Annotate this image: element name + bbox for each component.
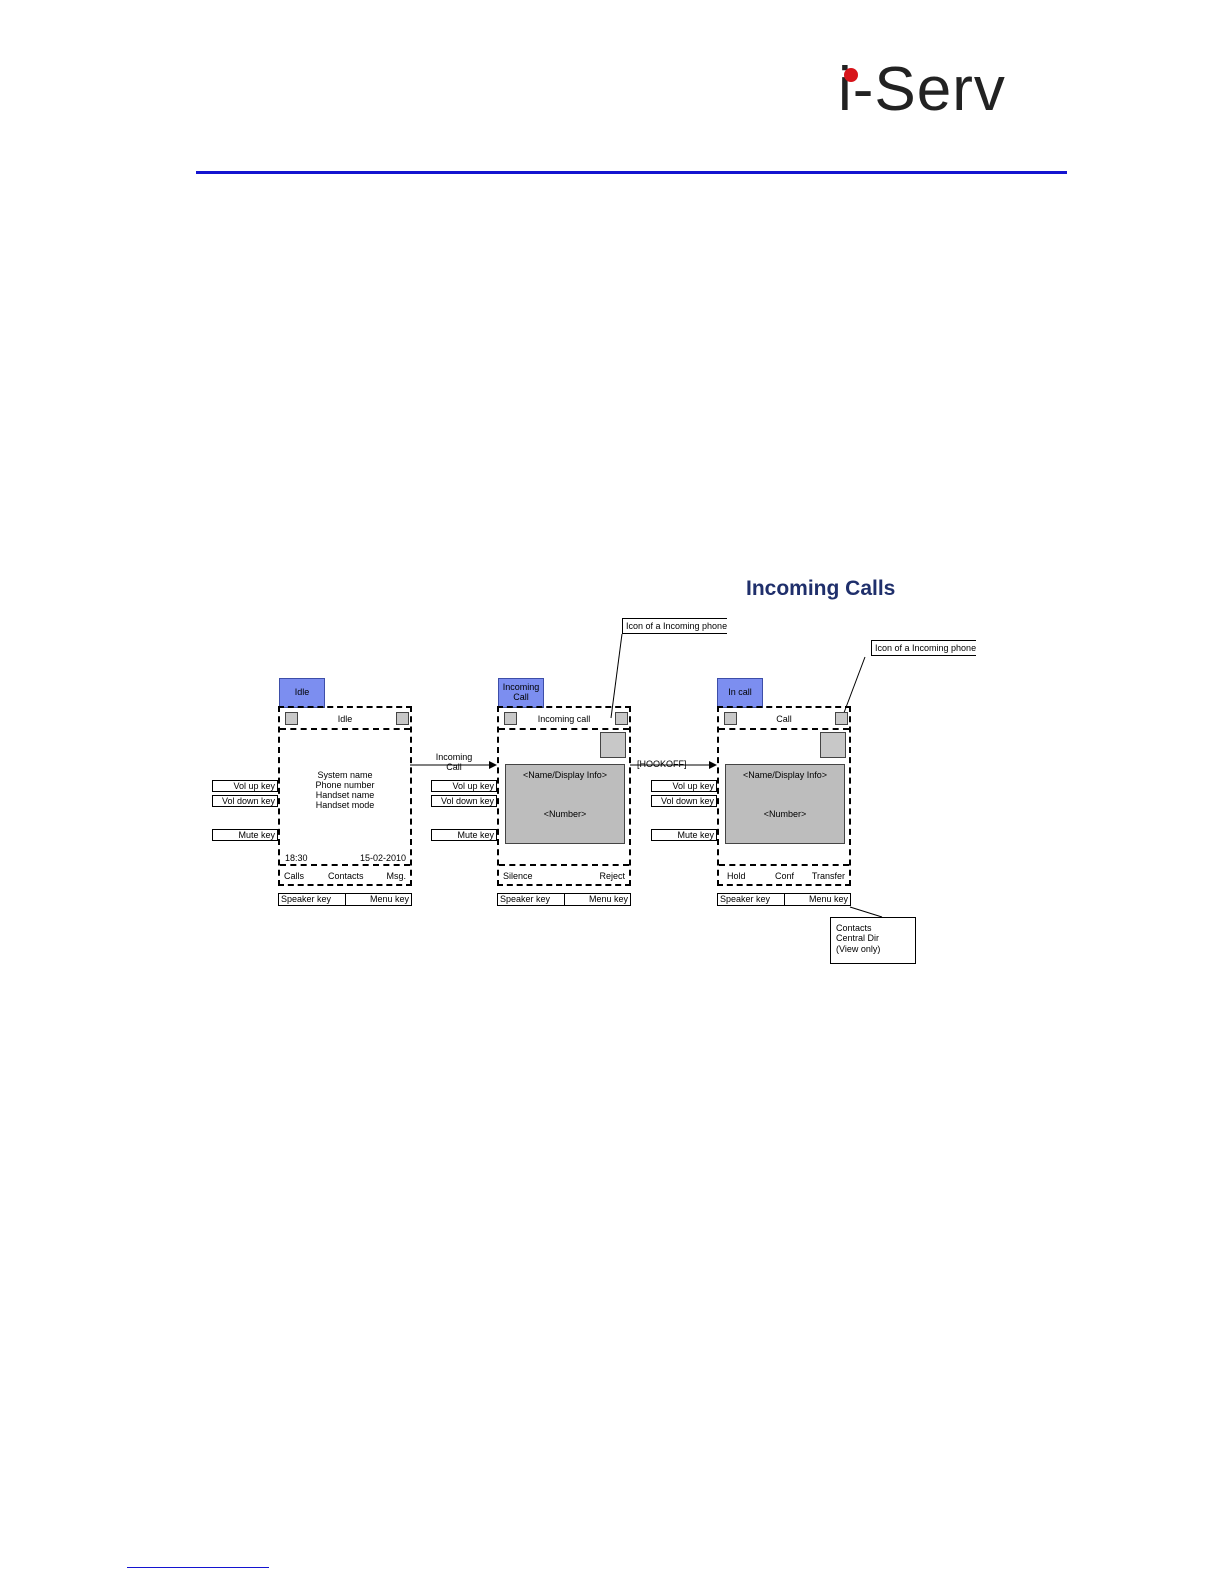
softkey-msg[interactable]: Msg. <box>386 871 406 881</box>
tab-in-call: In call <box>717 678 763 708</box>
logo-text: i-Serv <box>838 55 1006 124</box>
screen-header <box>719 708 849 730</box>
status-left-icon <box>285 712 298 725</box>
date: 15-02-2010 <box>359 853 406 863</box>
incoming-phone-icon <box>820 732 846 758</box>
screen-title: Idle <box>337 714 353 724</box>
body-line: Handset name <box>315 790 375 800</box>
softkey-divider <box>280 708 410 866</box>
vol-down-key[interactable]: Vol down key <box>431 795 497 807</box>
footer-rule <box>127 1567 269 1568</box>
header-rule <box>196 171 1067 174</box>
menu-key[interactable]: Menu key <box>783 894 851 905</box>
callout-incoming-icon-2: Icon of a Incoming phone <box>871 640 977 657</box>
menu-line: (View only) <box>836 943 881 954</box>
callout-leader-1 <box>610 633 623 719</box>
screen-header <box>280 708 410 730</box>
body-line: Phone number <box>315 780 375 790</box>
caller-number: <Number> <box>763 809 807 819</box>
incoming-phone-icon <box>600 732 626 758</box>
footer-keys: Speaker key Menu key <box>278 893 412 906</box>
state-diagram: Idle Idle System name Phone number Hands… <box>210 615 1010 975</box>
caller-name: <Name/Display Info> <box>522 770 608 780</box>
vol-down-key[interactable]: Vol down key <box>212 795 278 807</box>
body-line: System name <box>317 770 373 780</box>
menu-key-callout: Contacts Central Dir (View only) <box>830 917 916 964</box>
softkey-divider <box>499 708 629 866</box>
softkey-reject[interactable]: Reject <box>599 871 625 881</box>
softkey-calls[interactable]: Calls <box>284 871 305 881</box>
softkey-conf[interactable]: Conf <box>775 871 795 881</box>
speaker-key[interactable]: Speaker key <box>720 894 771 904</box>
caller-info-panel: <Name/Display Info> <Number> <box>725 764 845 844</box>
speaker-key[interactable]: Speaker key <box>500 894 551 904</box>
callout-incoming-icon-1: Icon of a Incoming phone <box>622 618 728 635</box>
mute-key[interactable]: Mute key <box>431 829 497 841</box>
screen-title: Incoming call <box>537 714 591 724</box>
softkey-divider <box>719 708 849 866</box>
softkey-hold[interactable]: Hold <box>727 871 746 881</box>
vol-up-key[interactable]: Vol up key <box>651 780 717 792</box>
status-right-icon <box>615 712 628 725</box>
logo-dot-icon <box>844 68 858 82</box>
softkey-transfer[interactable]: Transfer <box>811 871 845 881</box>
tab-incoming-call: Incoming Call <box>498 678 544 708</box>
transition-incoming-call: Incoming Call <box>435 752 473 772</box>
softkey-silence[interactable]: Silence <box>503 871 533 881</box>
caller-name: <Name/Display Info> <box>742 770 828 780</box>
mute-key[interactable]: Mute key <box>212 829 278 841</box>
menu-key[interactable]: Menu key <box>563 894 631 905</box>
status-left-icon <box>504 712 517 725</box>
softkey-contacts[interactable]: Contacts <box>328 871 364 881</box>
clock-time: 18:30 <box>285 853 308 863</box>
mute-key[interactable]: Mute key <box>651 829 717 841</box>
tab-idle: Idle <box>279 678 325 708</box>
phone-screen-in-call: Call <Name/Display Info> <Number> Hold C… <box>717 706 851 886</box>
menu-line: Contacts <box>836 923 872 933</box>
vol-down-key[interactable]: Vol down key <box>651 795 717 807</box>
phone-screen-idle: Idle System name Phone number Handset na… <box>278 706 412 886</box>
menu-key[interactable]: Menu key <box>344 894 412 905</box>
vol-up-key[interactable]: Vol up key <box>212 780 278 792</box>
speaker-key[interactable]: Speaker key <box>281 894 332 904</box>
caller-info-panel: <Name/Display Info> <Number> <box>505 764 625 844</box>
screen-title: Call <box>776 714 792 724</box>
body-line: Handset mode <box>315 800 375 810</box>
vol-up-key[interactable]: Vol up key <box>431 780 497 792</box>
status-right-icon <box>835 712 848 725</box>
status-right-icon <box>396 712 409 725</box>
phone-screen-incoming: Incoming call <Name/Display Info> <Numbe… <box>497 706 631 886</box>
screen-header <box>499 708 629 730</box>
menu-line: Central Dir <box>836 933 880 944</box>
footer-keys: Speaker key Menu key <box>717 893 851 906</box>
caller-number: <Number> <box>543 809 587 819</box>
status-left-icon <box>724 712 737 725</box>
menu-callout-leader <box>849 906 883 918</box>
transition-hookoff: [HOOKOFF] <box>637 759 687 769</box>
footer-keys: Speaker key Menu key <box>497 893 631 906</box>
section-heading: Incoming Calls <box>746 577 896 600</box>
